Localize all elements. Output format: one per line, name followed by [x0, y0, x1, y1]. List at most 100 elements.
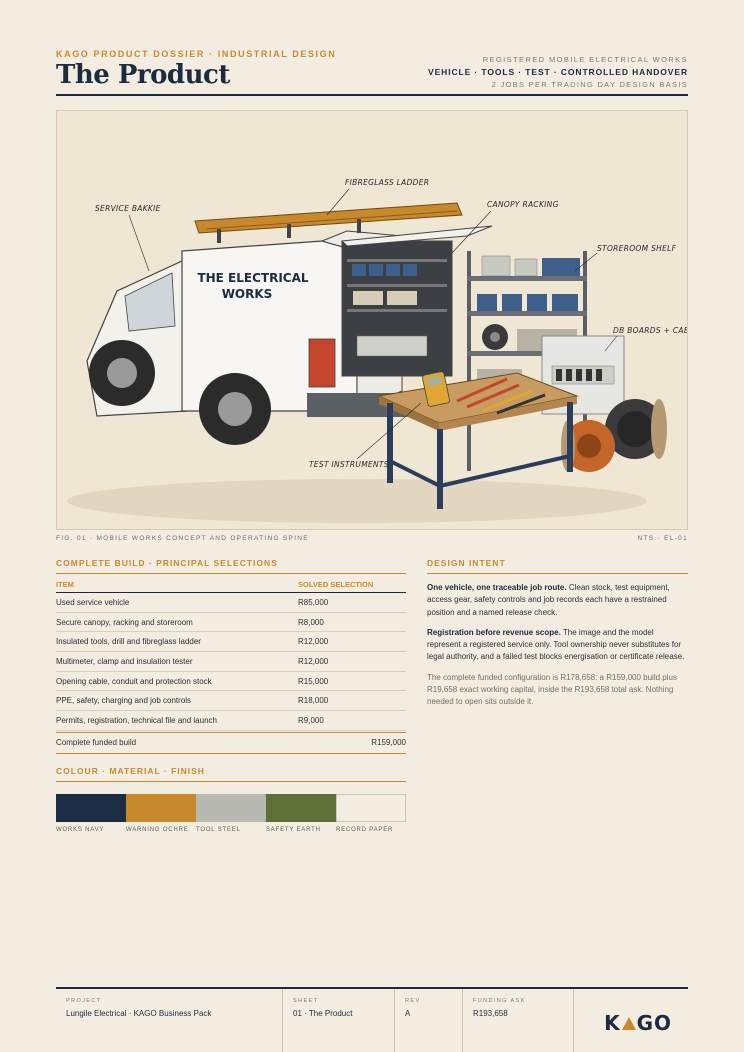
- swatch-label: RECORD PAPER: [336, 827, 394, 833]
- project-value: Lungile Electrical · KAGO Business Pack: [66, 1009, 212, 1018]
- column-header-selection: SOLVED SELECTION: [298, 580, 374, 589]
- total-value: R159,000: [371, 738, 406, 748]
- swatch-color: [196, 794, 266, 822]
- sheet-value: 01 · The Product: [293, 1009, 353, 1018]
- callout-db-boards: DB BOARDS + CABLE: [613, 326, 687, 335]
- header-meta-line3: 2 JOBS PER TRADING DAY DESIGN BASIS: [491, 80, 688, 89]
- callout-test-instruments: TEST INSTRUMENTS: [309, 460, 389, 469]
- logo-left: K: [604, 1011, 621, 1035]
- vehicle-lettering-2: WORKS: [222, 287, 273, 301]
- page-title: The Product: [56, 60, 230, 90]
- intent-heading: DESIGN INTENT: [427, 558, 688, 574]
- footer-project: PROJECT Lungile Electrical · KAGO Busine…: [66, 989, 211, 1052]
- row-value: R18,000: [298, 696, 329, 706]
- kago-logo: K GO: [604, 1011, 672, 1035]
- page: KAGO PRODUCT DOSSIER · INDUSTRIAL DESIGN…: [56, 0, 688, 1052]
- swatch-color: [126, 794, 196, 822]
- dossier-kicker: KAGO PRODUCT DOSSIER · INDUSTRIAL DESIGN: [56, 49, 337, 59]
- intent-paragraph-2: Registration before revenue scope. The i…: [427, 627, 688, 664]
- intent-paragraph-3: The complete funded configuration is R17…: [427, 672, 677, 707]
- illustration-svg: THE ELECTRICAL WORKS: [57, 111, 687, 529]
- callout-fibreglass-ladder: FIBREGLASS LADDER: [345, 178, 429, 187]
- footer-divider: [573, 989, 574, 1052]
- logo-triangle-icon: [621, 1017, 636, 1030]
- row-value: R15,000: [298, 676, 329, 686]
- swatch-color: [266, 794, 336, 822]
- intent-text-1: Clean stock, test equipment, access gear…: [427, 583, 670, 617]
- table-row: Permits, registration, technical file an…: [56, 711, 406, 731]
- logo-right: GO: [636, 1011, 672, 1035]
- row-value: R85,000: [298, 597, 329, 607]
- row-value: R12,000: [298, 656, 329, 666]
- swatch-color: [56, 794, 126, 822]
- row-value: R9,000: [298, 715, 324, 725]
- header-meta: REGISTERED MOBILE ELECTRICAL WORKS VEHIC…: [428, 55, 688, 89]
- vehicle-lettering-1: THE ELECTRICAL: [197, 271, 308, 285]
- footer-divider: [282, 989, 283, 1052]
- row-item: Insulated tools, drill and fibreglass la…: [56, 637, 201, 647]
- row-item: PPE, safety, charging and job controls: [56, 696, 192, 706]
- swatch-label: TOOL STEEL: [196, 827, 241, 833]
- intent-lead-2: Registration before revenue scope.: [427, 627, 561, 637]
- footer: PROJECT Lungile Electrical · KAGO Busine…: [56, 987, 688, 1052]
- row-item: Secure canopy, racking and storeroom: [56, 617, 193, 627]
- table-total-row: Complete funded build R159,000: [56, 731, 406, 754]
- callout-service-bakkie: SERVICE BAKKIE: [95, 204, 161, 213]
- figure-reference: NTS · EL-01: [637, 535, 688, 542]
- row-value: R8,000: [298, 617, 324, 627]
- swatch-warning-ochre: WARNING OCHRE: [126, 794, 196, 833]
- swatch-label: SAFETY EARTH: [266, 827, 321, 833]
- colour-section: COLOUR · MATERIAL · FINISH WORKS NAVY WA…: [56, 766, 406, 833]
- table-row: Insulated tools, drill and fibreglass la…: [56, 632, 406, 653]
- table-row: Multimeter, clamp and insulation tester R…: [56, 652, 406, 672]
- rev-value: A: [405, 1009, 411, 1018]
- fibreglass-ladder: [194, 202, 463, 243]
- rev-label: REV: [405, 998, 421, 1004]
- build-table-section: COMPLETE BUILD · PRINCIPAL SELECTIONS IT…: [56, 558, 406, 754]
- intent-text-2: The image and the model represent a regi…: [427, 627, 685, 662]
- swatch-label: WARNING OCHRE: [126, 827, 189, 833]
- project-label: PROJECT: [66, 998, 102, 1004]
- row-item: Opening cable, conduit and protection st…: [56, 676, 212, 686]
- swatch-row: WORKS NAVY WARNING OCHRE TOOL STEEL SAFE…: [56, 794, 406, 833]
- callout-canopy-racking: CANOPY RACKING: [487, 200, 559, 209]
- sheet-label: SHEET: [293, 998, 319, 1004]
- row-item: Permits, registration, technical file an…: [56, 715, 217, 725]
- figure-caption: FIG. 01 · MOBILE WORKS CONCEPT AND OPERA…: [56, 535, 309, 542]
- intent-paragraph-1: One vehicle, one traceable job route. Cl…: [427, 582, 688, 619]
- swatch-record-paper: RECORD PAPER: [336, 794, 406, 833]
- intent-lead-1: One vehicle, one traceable job route.: [427, 583, 567, 592]
- header-meta-line2: VEHICLE · TOOLS · TEST · CONTROLLED HAND…: [428, 67, 688, 77]
- table-row: Used service vehicle R85,000: [56, 593, 406, 613]
- service-bakkie: THE ELECTRICAL WORKS: [86, 225, 493, 445]
- design-intent-section: DESIGN INTENT One vehicle, one traceable…: [427, 558, 688, 709]
- swatch-tool-steel: TOOL STEEL: [196, 794, 266, 833]
- column-header-item: ITEM: [56, 580, 74, 589]
- footer-rev: REV A: [405, 989, 421, 1052]
- total-label: Complete funded build: [56, 738, 137, 748]
- swatch-label: WORKS NAVY: [56, 827, 105, 833]
- table-row: Opening cable, conduit and protection st…: [56, 672, 406, 692]
- footer-sheet: SHEET 01 · The Product: [293, 989, 352, 1052]
- swatch-color: [336, 794, 406, 822]
- footer-divider: [462, 989, 463, 1052]
- row-value: R12,000: [298, 637, 329, 647]
- table-row: PPE, safety, charging and job controls R1…: [56, 691, 406, 712]
- header-rule: [56, 94, 688, 96]
- header-meta-line1: REGISTERED MOBILE ELECTRICAL WORKS: [482, 55, 688, 64]
- funding-value: R193,658: [473, 1009, 508, 1018]
- callouts: SERVICE BAKKIE FIBREGLASS LADDER CANOPY …: [95, 178, 687, 469]
- row-item: Used service vehicle: [56, 597, 130, 607]
- build-heading: COMPLETE BUILD · PRINCIPAL SELECTIONS: [56, 558, 406, 574]
- product-illustration: THE ELECTRICAL WORKS: [56, 110, 688, 530]
- row-item: Multimeter, clamp and insulation tester: [56, 656, 193, 666]
- swatch-safety-earth: SAFETY EARTH: [266, 794, 336, 833]
- swatch-works-navy: WORKS NAVY: [56, 794, 126, 833]
- colour-heading: COLOUR · MATERIAL · FINISH: [56, 766, 406, 782]
- funding-label: FUNDING ASK: [473, 998, 526, 1004]
- footer-divider: [394, 989, 395, 1052]
- callout-storeroom-shelf: STOREROOM SHELF: [597, 244, 677, 253]
- table-row: Secure canopy, racking and storeroom R8,0…: [56, 613, 406, 633]
- table-header: ITEM SOLVED SELECTION: [56, 574, 406, 593]
- footer-funding: FUNDING ASK R193,658: [473, 989, 526, 1052]
